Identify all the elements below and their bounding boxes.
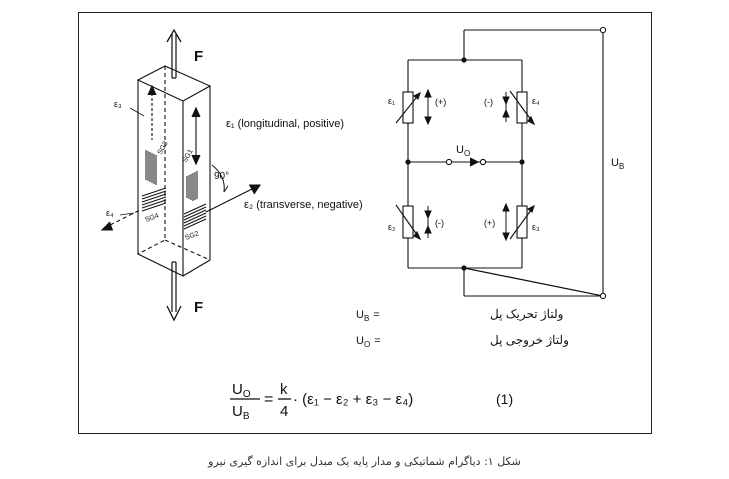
svg-text:k: k: [280, 381, 288, 398]
eps4-direction-arrow: [100, 209, 141, 231]
svg-text:· (ε₁ − ε₂ + ε₃ − ε₄): · (ε₁ − ε₂ + ε₃ − ε₄): [293, 391, 413, 408]
resistor-r1: [395, 91, 421, 124]
eps3-label: ε₃: [114, 99, 122, 109]
bridge-eps2-sign: (-): [435, 218, 444, 228]
force-label-top: F: [194, 48, 203, 65]
eps3-direction-arrow: [147, 84, 157, 140]
force-arrow-top: [166, 28, 182, 79]
svg-text:=: =: [264, 391, 273, 408]
strain-gauge-sg2: [183, 203, 207, 230]
resistor-r4: [509, 90, 536, 126]
legend-ub-text: ولتاژ تحریک پل: [490, 307, 563, 321]
eps2-label: ε₂ (transverse, negative): [244, 199, 363, 211]
angle-label: 90°: [214, 171, 229, 182]
svg-text:4: 4: [280, 403, 288, 420]
resistor-r2: [395, 204, 422, 241]
bridge-eps2-label: ε₂: [388, 222, 396, 232]
strain-gauge-sg4: [141, 187, 167, 212]
angle-arc: [211, 164, 229, 193]
bridge-nodes: [405, 57, 525, 271]
ub-label: UB: [611, 157, 624, 171]
legend-ub: UB= ولتاژ تحریک پل: [356, 307, 563, 323]
strain-gauge-sg1: [186, 171, 198, 201]
force-arrow-bottom: [166, 261, 182, 322]
svg-text:UB=: UB=: [356, 309, 380, 323]
sg4-label: SG4: [144, 212, 160, 223]
figure-caption: شکل ۱: دیاگرام شماتیکی و مدار پایه یک مب…: [208, 455, 521, 468]
strain-indicator-arrows: [424, 88, 510, 242]
output-terminals: [445, 157, 487, 167]
strain-gauge-sg3: [145, 150, 157, 185]
figure-frame: [78, 12, 652, 434]
eps3-leader: [129, 107, 145, 117]
bridge-eps4-label: ε₄: [532, 96, 540, 106]
svg-text:UB: UB: [232, 403, 250, 422]
bridge-eps1-sign: (+): [435, 97, 446, 107]
eps1-label: ε₁ (longitudinal, positive): [226, 118, 344, 130]
eps2-direction-arrow: [205, 184, 262, 213]
sg3-label: SG3: [157, 140, 170, 156]
load-cell-drawing: [136, 65, 212, 277]
uo-label: UO: [456, 144, 470, 158]
svg-text:UO=: UO=: [356, 335, 381, 349]
supply-terminals: [599, 26, 607, 300]
bridge-supply-lines: [463, 268, 603, 297]
equation-number: (1): [496, 391, 513, 407]
legend-uo: UO= ولتاژ خروجی پل: [356, 333, 569, 349]
eps4-leader: [119, 212, 135, 216]
legend-uo-text: ولتاژ خروجی پل: [490, 333, 569, 347]
bridge-eps1-label: ε₁: [388, 96, 395, 106]
bridge-eps3-label: ε₃: [532, 222, 540, 232]
eps1-direction-arrow: [191, 106, 201, 166]
bridge-formula: UO UB = k 4 · (ε₁ − ε₂ + ε₃ − ε₄) (1): [230, 381, 513, 422]
svg-text:UO: UO: [232, 381, 251, 400]
bridge-eps4-sign: (-): [484, 97, 493, 107]
resistor-r3: [509, 204, 535, 240]
eps4-label: ε₄: [106, 208, 114, 218]
sg2-label: SG2: [184, 230, 200, 241]
bridge-eps3-sign: (+): [484, 218, 495, 228]
bridge-circuit: [407, 29, 604, 297]
force-label-bottom: F: [194, 299, 203, 316]
